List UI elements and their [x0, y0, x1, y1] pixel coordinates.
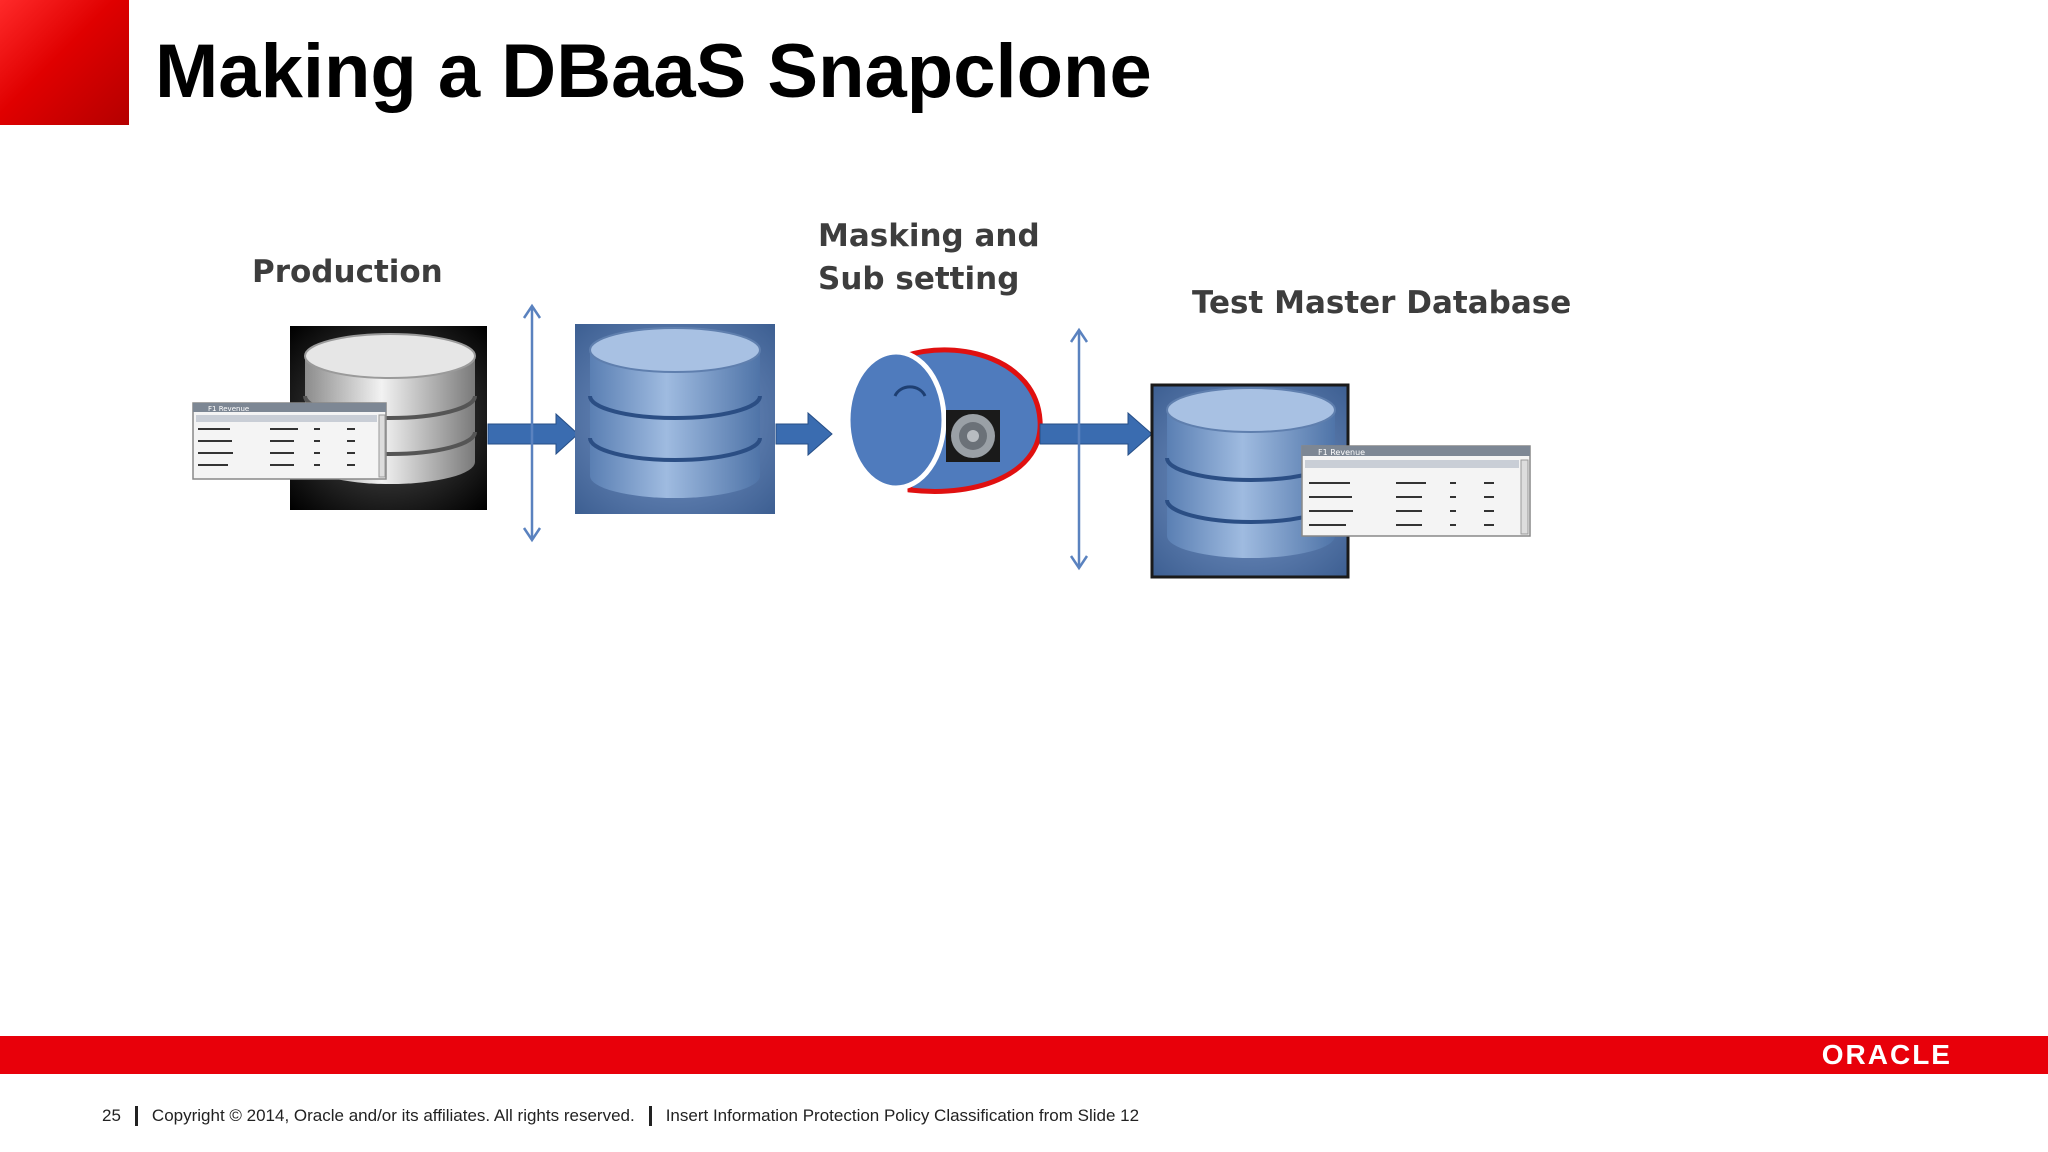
- masking-label-line1: Masking and: [818, 218, 1040, 254]
- test-master-popup-title: F1 Revenue: [1318, 448, 1365, 457]
- test-master-table-popup: F1 Revenue: [1301, 445, 1531, 537]
- slide-title: Making a DBaaS Snapclone: [155, 29, 1152, 114]
- production-table-popup: F1 Revenue: [192, 402, 387, 480]
- arrow-masking-to-test-master: [1039, 411, 1153, 457]
- masking-label-line2: Sub setting: [818, 261, 1019, 297]
- vertical-double-arrow-2: [1069, 327, 1089, 571]
- classification-text: Insert Information Protection Policy Cla…: [665, 1106, 1140, 1125]
- slide-footer: 25 Copyright © 2014, Oracle and/or its a…: [102, 1104, 1139, 1128]
- production-label: Production: [252, 254, 443, 290]
- page-number: 25: [102, 1106, 121, 1125]
- cloned-database-icon: [575, 324, 775, 514]
- masking-subsetting-icon: [845, 347, 1043, 494]
- footer-separator: [134, 1106, 138, 1126]
- test-master-label: Test Master Database: [1192, 285, 1571, 321]
- footer-red-bar: [0, 1036, 2048, 1074]
- production-popup-title: F1 Revenue: [208, 405, 249, 413]
- footer-separator: [648, 1106, 652, 1126]
- brand-red-square: [0, 0, 129, 125]
- oracle-logo: ORACLE: [1821, 1039, 1952, 1070]
- arrow-clone-to-masking: [775, 411, 833, 457]
- vertical-double-arrow-1: [522, 303, 542, 543]
- copyright-text: Copyright © 2014, Oracle and/or its affi…: [151, 1106, 635, 1125]
